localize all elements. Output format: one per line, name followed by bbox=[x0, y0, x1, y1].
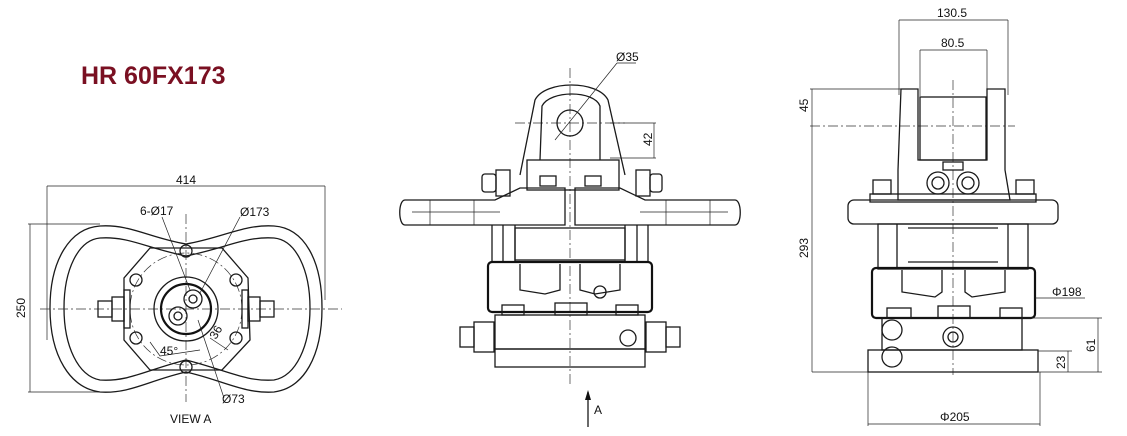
bottom-view: 414 250 bbox=[14, 173, 342, 426]
dim-pin-height: 42 bbox=[641, 132, 655, 146]
dim-base-height: 61 bbox=[1084, 338, 1098, 352]
front-view: Ø35 42 bbox=[399, 50, 741, 427]
dim-top-offset: 45 bbox=[797, 98, 811, 112]
dim-center-bore: Ø73 bbox=[222, 392, 245, 406]
dim-flange-height: 23 bbox=[1054, 355, 1068, 369]
view-arrow-label: A bbox=[594, 403, 602, 417]
dim-bolt-holes: 6-Ø17 bbox=[140, 204, 174, 218]
dim-outer-width: 130.5 bbox=[937, 6, 967, 20]
view-label: VIEW A bbox=[170, 412, 211, 426]
dim-total-height: 293 bbox=[797, 238, 811, 258]
dim-inner-width: 80.5 bbox=[941, 36, 965, 50]
dim-offset: 36 bbox=[206, 323, 225, 342]
dim-width: 414 bbox=[176, 173, 196, 187]
side-view: 130.5 80.5 45 293 bbox=[797, 6, 1102, 426]
dim-pin-hole: Ø35 bbox=[616, 50, 639, 64]
dim-housing-diameter: Φ198 bbox=[1052, 285, 1082, 299]
dim-pitch-circle: Ø173 bbox=[240, 205, 270, 219]
dim-angle: 45° bbox=[160, 344, 178, 358]
dim-height: 250 bbox=[14, 298, 28, 318]
model-title: HR 60FX173 bbox=[81, 62, 226, 90]
dim-base-diameter: Φ205 bbox=[940, 410, 970, 424]
